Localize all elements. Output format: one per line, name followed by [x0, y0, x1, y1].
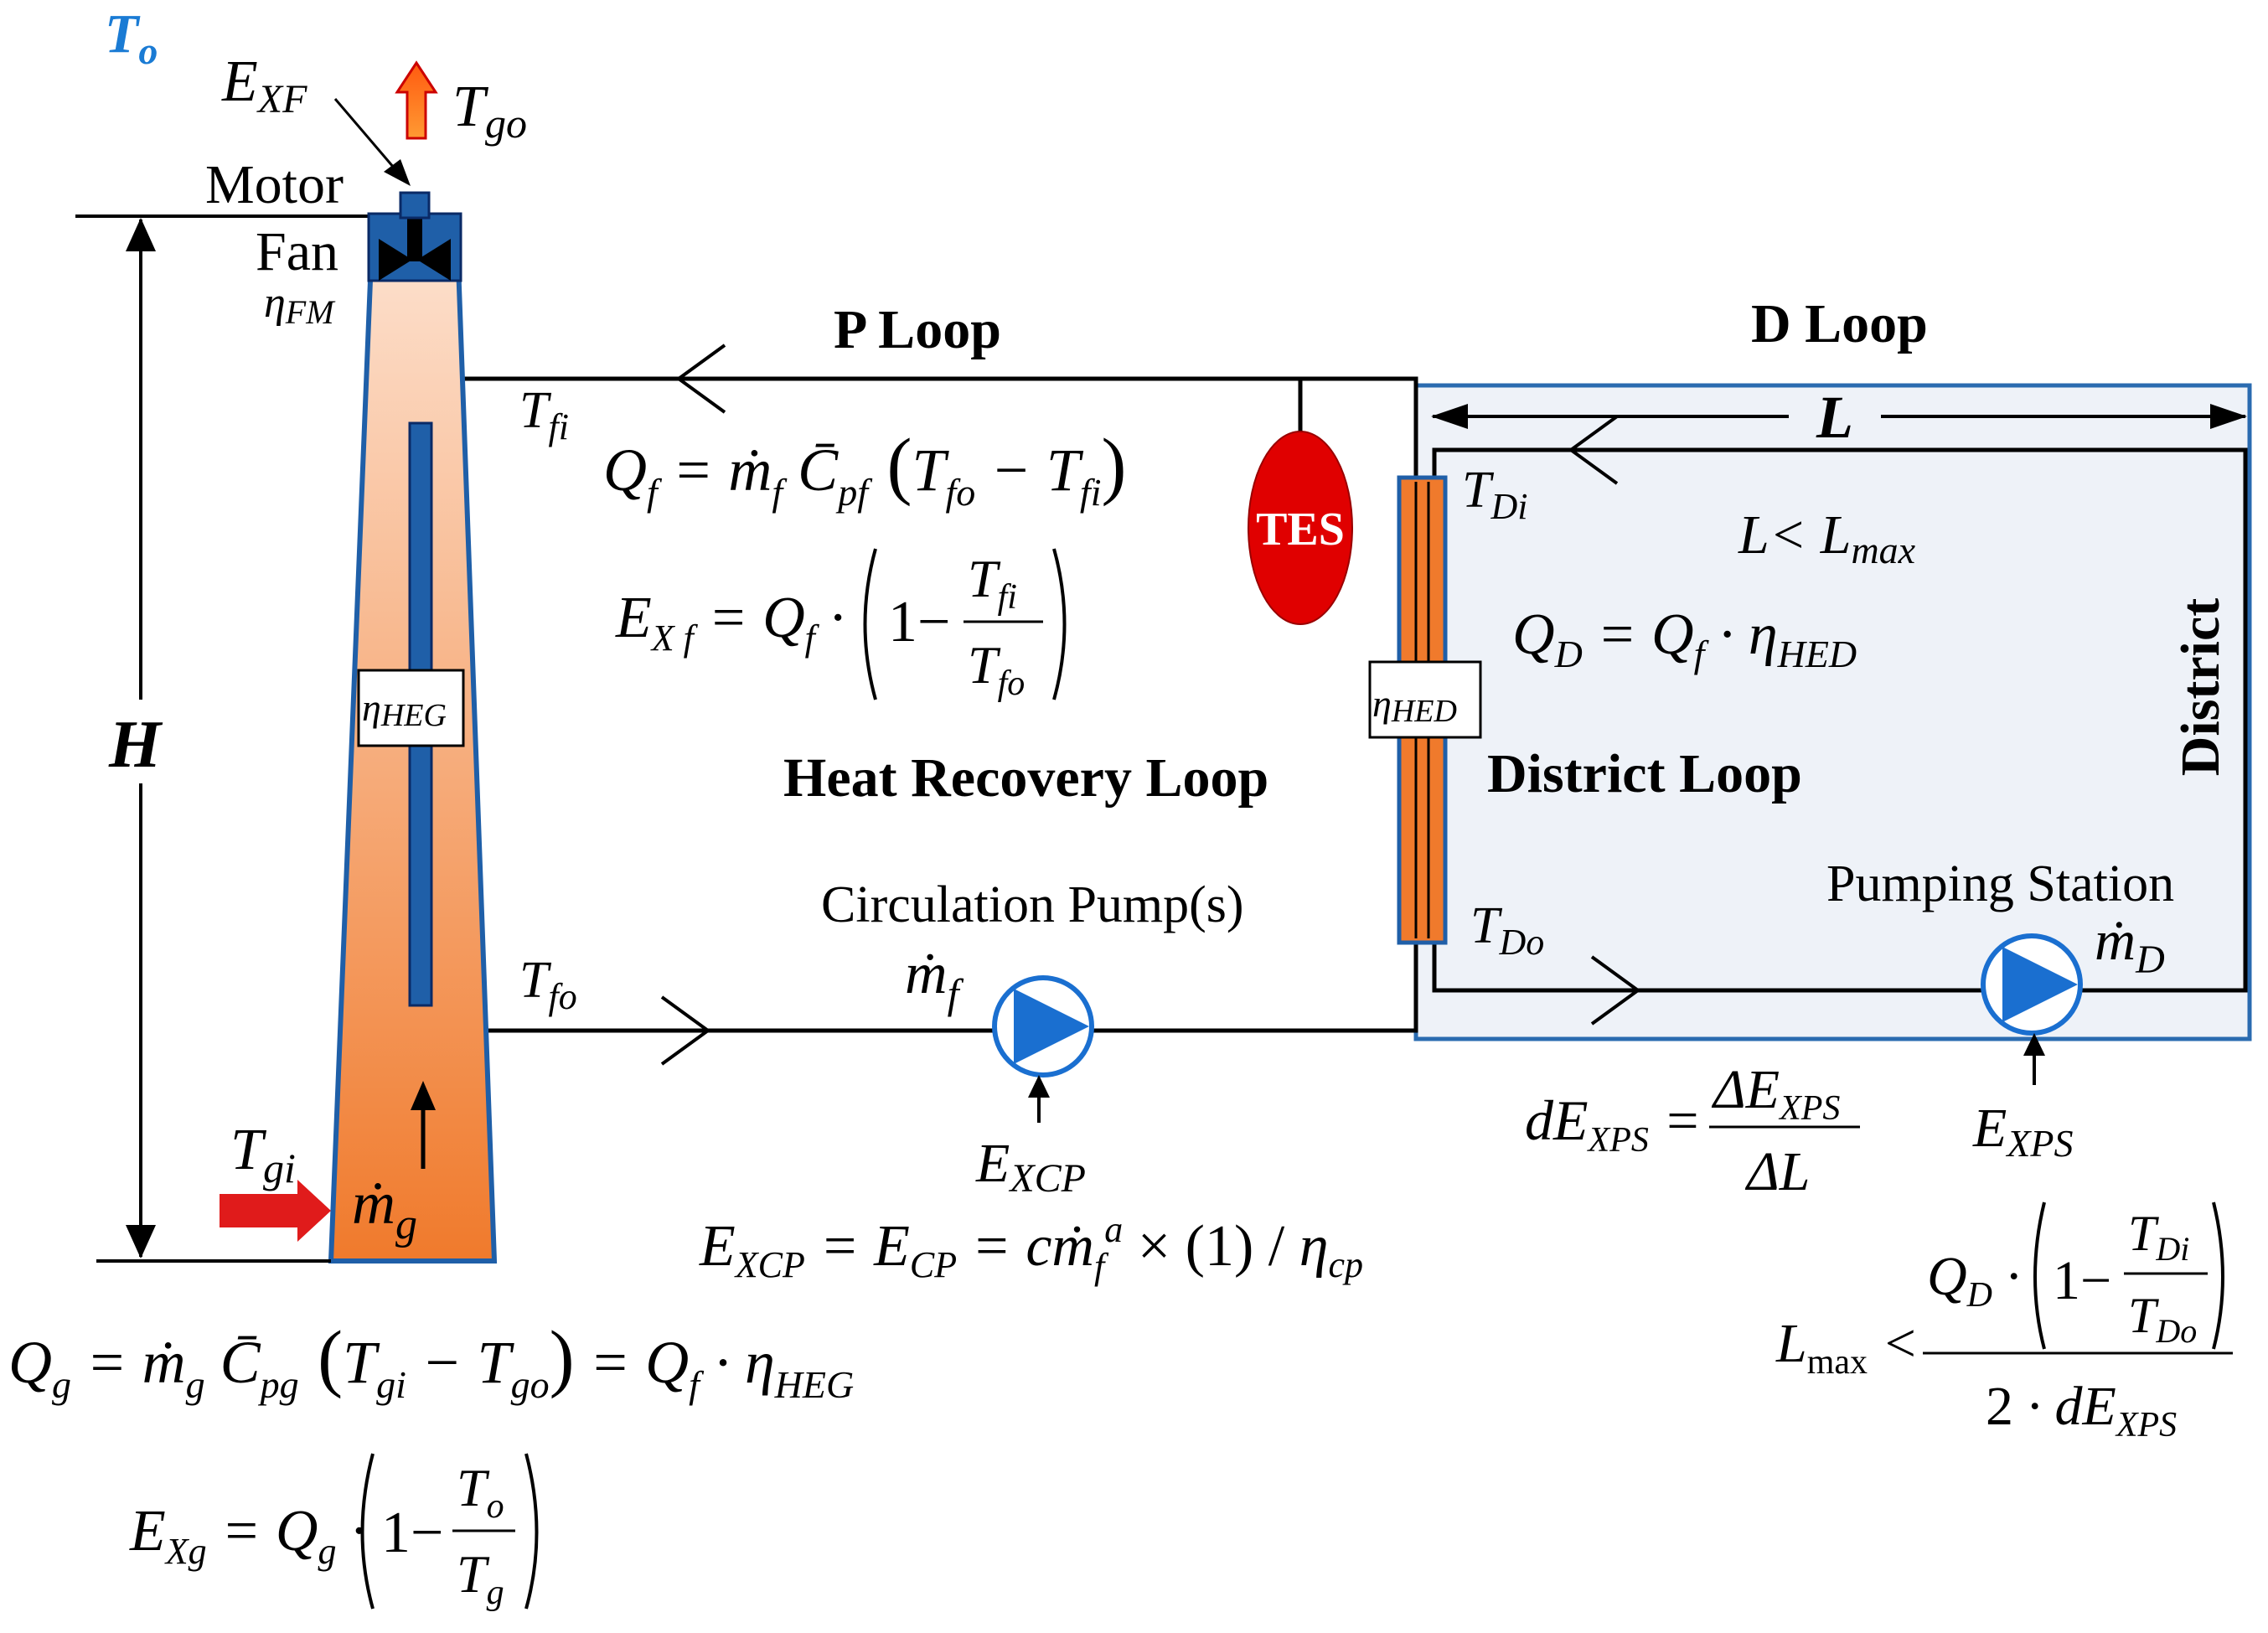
fan-blade-left — [379, 239, 412, 281]
fan-label: Fan — [256, 221, 338, 282]
equation-lmax: Lmax < QD · 1− TDi TDo 2 · dEXPS — [1775, 1201, 2233, 1444]
equation-exg: EXg = Qg · 1− To Tg — [129, 1453, 539, 1612]
tes-tank — [1248, 431, 1353, 625]
district-inlet-temperature-label: TDi — [1462, 462, 1527, 527]
district-loop-title: District Loop — [1487, 743, 1802, 804]
fluid-inlet-temperature-label: Tfi — [519, 382, 569, 447]
exf-arrowhead — [384, 159, 411, 186]
svg-text:Qg = ṁg C̄pg (Tgi − Tgo) = Qf: Qg = ṁg C̄pg (Tgi − Tgo) = Qf · ηHEG — [8, 1316, 854, 1406]
svg-text:dEXPS =: dEXPS = — [1525, 1088, 1702, 1160]
excp-label: EXCP — [975, 1133, 1086, 1201]
circulation-pump-label: Circulation Pump(s) — [821, 876, 1244, 933]
svg-text:1−: 1− — [381, 1501, 443, 1565]
gas-mass-flow-label: ṁg — [352, 1170, 417, 1248]
eta-hed-label: ηHED — [1372, 682, 1457, 729]
svg-text:TDi: TDi — [2128, 1206, 2189, 1268]
district-label: District — [2170, 598, 2231, 777]
fan-blade-right — [417, 239, 451, 281]
length-arrowhead-right — [2210, 404, 2247, 429]
district-mass-flow-label: ṁD — [2095, 908, 2165, 982]
heat-recovery-loop-title: Heat Recovery Loop — [783, 747, 1268, 809]
exps-arrowhead — [2023, 1033, 2045, 1056]
district-outlet-temperature-label: TDo — [1470, 897, 1544, 963]
gas-outlet-arrow — [395, 60, 438, 140]
length-constraint-label: L< Lmax — [1738, 504, 1916, 571]
equation-excp: EXCP = ECP = cṁfa × (1) / ηcp — [699, 1209, 1363, 1287]
svg-text:ΔEXPS: ΔEXPS — [1711, 1059, 1840, 1128]
eta-heg-label: ηHEG — [362, 686, 447, 733]
eta-hed-box — [1368, 660, 1482, 739]
d-loop-title: D Loop — [1751, 293, 1928, 354]
tes-label: TES — [1256, 504, 1345, 556]
exf-arrow-line — [333, 98, 395, 168]
gas-upflow-arrowhead — [411, 1081, 436, 1110]
eta-heg-box — [357, 669, 465, 747]
svg-text:ΔL: ΔL — [1744, 1141, 1810, 1202]
height-label: H — [108, 708, 163, 782]
svg-text:TDo: TDo — [2128, 1288, 2197, 1350]
svg-text:Tg: Tg — [457, 1544, 504, 1612]
fluid-mass-flow-label: ṁf — [905, 942, 964, 1017]
equation-exf: EX f = Qf · 1− Tfi Tfo — [615, 548, 1067, 703]
equation-qg: Qg = ṁg C̄pg (Tgi − Tgo) = Qf · ηHEG — [8, 1316, 854, 1406]
p-loop-flow-arrow-bottom — [660, 995, 711, 1066]
pumping-station-label: Pumping Station — [1826, 855, 2174, 912]
svg-text:EX f = Qf ·: EX f = Qf · — [615, 586, 845, 659]
svg-text:To: To — [457, 1458, 504, 1526]
svg-text:Lmax <: Lmax < — [1775, 1313, 1919, 1382]
svg-text:2 · dEXPS: 2 · dEXPS — [1986, 1376, 2177, 1444]
d-loop-flow-arrow-top — [1568, 415, 1619, 485]
exf-label: EXF — [221, 49, 307, 121]
svg-text:1−: 1− — [2053, 1250, 2111, 1311]
svg-text:Tfo: Tfo — [968, 635, 1025, 703]
height-arrowhead-bottom — [126, 1225, 156, 1258]
svg-text:EXCP = ECP = cṁfa × (1) / ηcp: EXCP = ECP = cṁfa × (1) / ηcp — [699, 1209, 1363, 1287]
gas-inlet-arrow — [220, 1180, 331, 1242]
motor-label: Motor — [205, 154, 344, 215]
svg-text:Tfi: Tfi — [968, 549, 1017, 617]
svg-text:QD ·: QD · — [1927, 1246, 2020, 1315]
eta-fm-label: ηFM — [264, 279, 336, 331]
gas-inlet-temperature-label: Tgi — [230, 1118, 296, 1191]
svg-text:EXg = Qg ·: EXg = Qg · — [129, 1499, 365, 1572]
fluid-outlet-temperature-label: Tfo — [519, 952, 577, 1017]
pumping-station-icon — [2002, 947, 2078, 1022]
d-loop-flow-arrow-bottom — [1590, 955, 1641, 1026]
length-arrowhead-left — [1431, 404, 1468, 429]
circulation-pump-icon — [1014, 989, 1089, 1064]
gas-outlet-temperature-label: Tgo — [452, 75, 527, 147]
motor-box — [399, 191, 431, 220]
equation-dexps: dEXPS = ΔEXPS ΔL — [1525, 1059, 1860, 1202]
length-label: L — [1816, 384, 1853, 451]
p-loop-flow-arrow-top — [675, 344, 726, 414]
svg-text:1−: 1− — [888, 590, 950, 654]
p-loop-title: P Loop — [834, 299, 1001, 360]
equation-qf: Qf = ṁf C̄pf (Tfo − Tfi) — [603, 424, 1126, 514]
ambient-temperature-label: To — [105, 3, 158, 72]
svg-text:Qf = ṁf C̄pf (Tfo − Tfi): Qf = ṁf C̄pf (Tfo − Tfi) — [603, 424, 1126, 514]
excp-arrowhead — [1028, 1075, 1050, 1098]
exps-label: EXPS — [1972, 1098, 2074, 1165]
district-region — [1413, 383, 2252, 1041]
height-arrowhead-top — [126, 218, 156, 251]
